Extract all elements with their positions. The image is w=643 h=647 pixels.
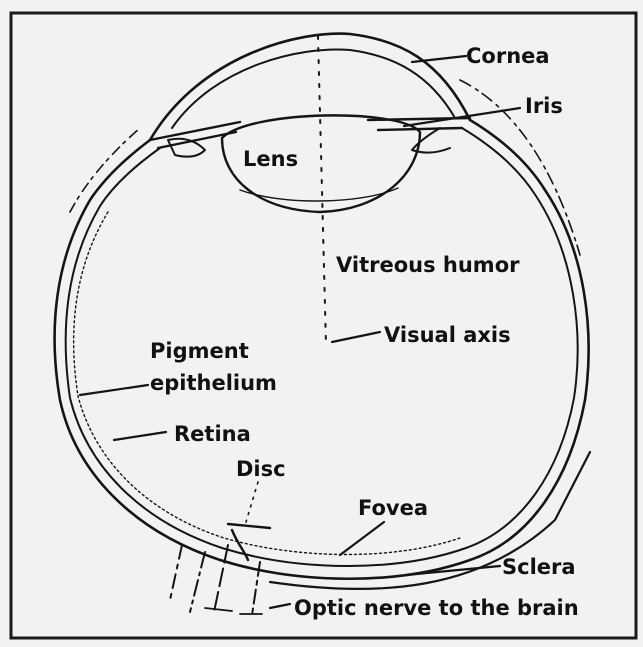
sclera-outline	[55, 120, 589, 579]
label-fovea: Fovea	[358, 496, 428, 520]
label-pigment-line2: epithelium	[150, 371, 277, 395]
visual-axis-line	[318, 36, 326, 345]
label-retina: Retina	[174, 422, 251, 446]
label-lens: Lens	[243, 147, 298, 171]
disc-pointer-dots	[246, 482, 258, 522]
label-visual-axis: Visual axis	[384, 323, 511, 347]
label-vitreous-humor: Vitreous humor	[336, 253, 520, 277]
label-cornea: Cornea	[466, 44, 550, 68]
label-sclera: Sclera	[502, 555, 576, 579]
sclera-leader	[406, 566, 500, 575]
label-optic-nerve: Optic nerve to the brain	[294, 596, 579, 620]
retina-leader	[114, 432, 166, 440]
fovea-leader	[340, 522, 384, 555]
optic-nerve-leader	[270, 604, 290, 608]
iris-leader	[404, 108, 520, 126]
label-pigment-line1: Pigment	[150, 339, 249, 363]
pigment-leader	[80, 385, 148, 395]
label-iris: Iris	[525, 94, 563, 118]
visual-axis-leader	[332, 332, 380, 342]
label-disc: Disc	[236, 457, 286, 481]
